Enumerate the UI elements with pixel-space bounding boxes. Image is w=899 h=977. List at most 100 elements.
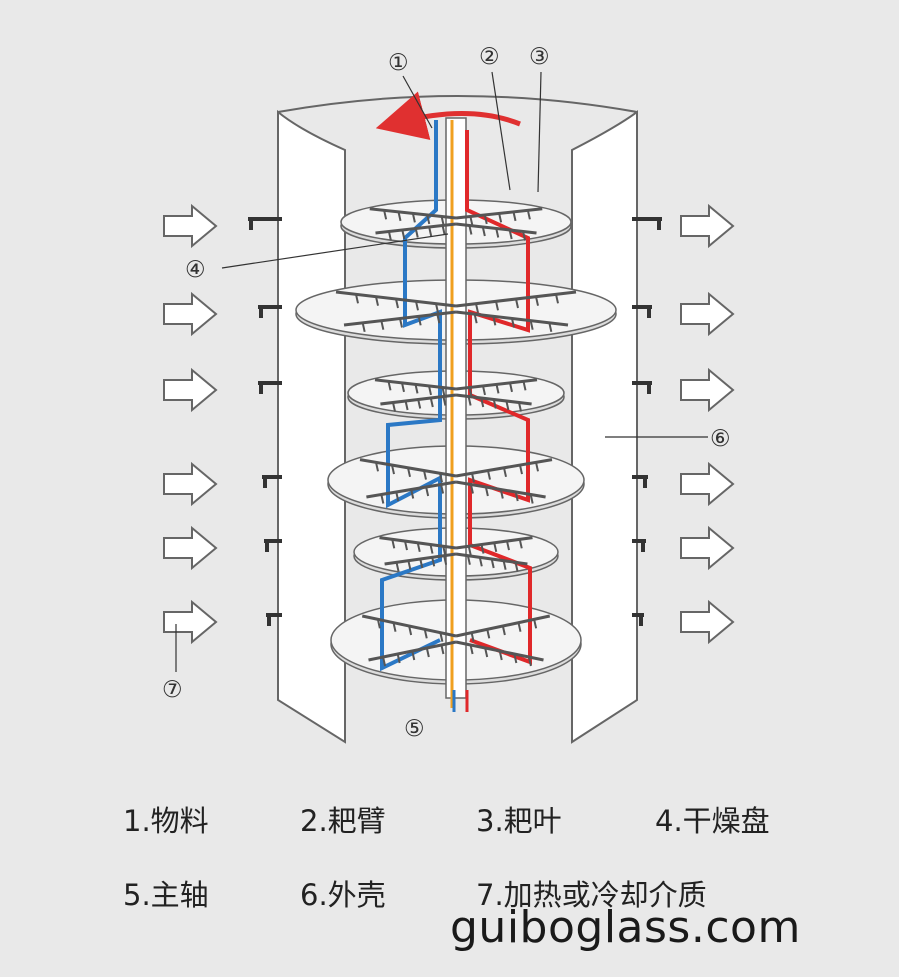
rake-blade — [511, 318, 515, 328]
rake-blade — [509, 382, 513, 393]
rake-blade — [392, 622, 397, 632]
rake-blade — [415, 301, 419, 311]
outlet-nozzle — [632, 539, 646, 552]
rake-blade — [480, 544, 485, 554]
rake-blade — [407, 467, 411, 478]
rake-blade — [467, 546, 472, 556]
callout-3: ③ — [529, 44, 550, 70]
rake-blade — [401, 382, 405, 393]
rake-blade — [512, 211, 517, 222]
rake-blade — [380, 320, 385, 330]
rake-blade — [471, 473, 475, 483]
rake-blade — [495, 228, 500, 238]
inflow-arrow-icon — [163, 367, 218, 413]
rake-blade — [518, 539, 523, 549]
rake-blade — [375, 296, 379, 306]
inlet-nozzle — [258, 305, 282, 318]
rake-blade — [529, 494, 534, 504]
legend-item-4: 4.干燥盘 — [655, 804, 770, 838]
rake-blade — [535, 462, 539, 472]
rake-blade — [513, 653, 518, 664]
rake-blade — [482, 385, 486, 396]
outflow-arrow-icon — [680, 461, 735, 507]
rake-blade — [410, 489, 415, 499]
rake-blade — [391, 539, 396, 549]
rake-blade — [467, 396, 472, 406]
rake-blade — [518, 402, 522, 412]
rake-blade — [382, 656, 387, 667]
inflow-arrow-icon — [163, 525, 218, 571]
rake-blade — [492, 399, 497, 409]
callout-1: ① — [388, 50, 409, 76]
rake-blade — [401, 229, 406, 240]
rake-blade — [419, 558, 424, 569]
rake-blade — [502, 560, 507, 570]
legend-item-5: 5.主轴 — [123, 878, 209, 912]
rake-blade — [466, 555, 471, 565]
rake-blade — [527, 656, 532, 667]
legend-item-2: 2.耙臂 — [300, 804, 386, 838]
inlet-nozzle — [264, 539, 282, 552]
outlet-nozzle — [632, 475, 648, 488]
rake-blade — [526, 210, 531, 220]
rake-blade — [439, 632, 444, 642]
medium-flow-arrows — [163, 203, 735, 645]
rake-blade — [399, 318, 403, 328]
rake-blade — [426, 214, 431, 225]
leader-lines — [175, 71, 708, 672]
rake-blade — [375, 462, 379, 472]
rake-blade — [391, 464, 395, 475]
rake-blade — [501, 625, 506, 636]
rotation-arrow-icon — [375, 91, 521, 140]
rake-blade — [522, 231, 527, 241]
rake-blade — [468, 387, 473, 397]
rake-blade — [498, 650, 503, 661]
rake-blade — [404, 400, 409, 411]
rake-blade — [429, 397, 434, 408]
outflow-arrow-icon — [680, 599, 735, 645]
rake-blade — [425, 647, 430, 658]
rake-blade — [436, 313, 441, 324]
rake-blade — [508, 229, 513, 240]
rake-blade — [439, 473, 443, 483]
rake-blade — [533, 619, 538, 629]
rake-blade — [469, 216, 474, 226]
rake-blade — [490, 558, 495, 569]
inflow-arrow-icon — [163, 599, 218, 645]
outflow-arrow-icon — [680, 525, 735, 571]
outlet-nozzle — [632, 613, 644, 626]
rake-blade — [431, 557, 436, 567]
rake-blade — [514, 562, 519, 572]
rake-blade — [411, 650, 416, 661]
outlet-nozzle — [632, 305, 652, 318]
rake-blade — [505, 400, 510, 411]
rake-blade — [440, 484, 445, 494]
inlet-nozzle — [262, 475, 282, 488]
rake-blade — [429, 544, 434, 554]
rake-blade — [408, 625, 413, 636]
legend-item-3: 3.耙叶 — [476, 804, 562, 838]
rake-blade — [519, 464, 523, 475]
rake-blade — [404, 540, 408, 551]
rake-blade — [503, 467, 507, 478]
outflow-arrow-icon — [680, 367, 735, 413]
rake-blade — [486, 629, 491, 639]
rake-blade — [529, 320, 534, 330]
rake-blade — [443, 555, 448, 565]
rake-blade — [414, 384, 419, 394]
rake-blade — [396, 653, 401, 664]
rake-blade — [514, 491, 519, 502]
rake-blade — [395, 491, 400, 502]
rake-blade — [387, 231, 392, 241]
rake-blade — [469, 644, 474, 655]
outlet-nozzle — [632, 217, 662, 230]
rake-blade — [416, 542, 421, 553]
rake-blade — [498, 213, 503, 223]
rake-blade — [423, 470, 427, 480]
rake-blade — [417, 399, 422, 409]
rake-blade — [376, 619, 381, 629]
rake-blade — [522, 381, 527, 391]
watermark: guiboglass.com — [450, 902, 801, 953]
rake-arms — [335, 207, 577, 667]
inflow-arrow-icon — [163, 291, 218, 337]
